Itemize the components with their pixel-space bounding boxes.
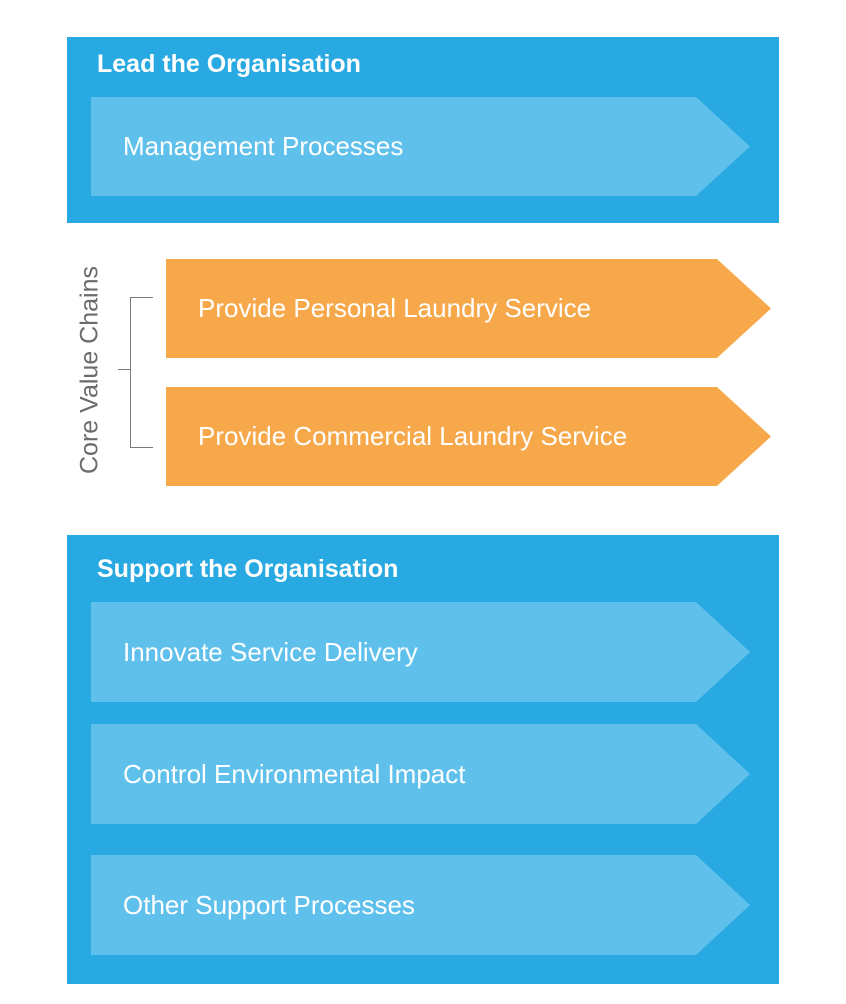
support-panel: Support the Organisation Innovate Servic… xyxy=(67,535,779,984)
arrow-label: Innovate Service Delivery xyxy=(123,636,418,667)
arrow-label: Provide Commercial Laundry Service xyxy=(198,421,628,451)
bracket-tick xyxy=(118,369,130,370)
arrow-label: Other Support Processes xyxy=(123,889,415,920)
control-environmental-impact-arrow[interactable]: Control Environmental Impact xyxy=(91,724,750,824)
arrow-label: Management Processes xyxy=(123,131,404,161)
support-panel-title: Support the Organisation xyxy=(97,555,399,583)
core-value-chains-label: Core Value Chains xyxy=(75,266,104,474)
lead-panel-title: Lead the Organisation xyxy=(97,50,361,78)
innovate-service-delivery-arrow[interactable]: Innovate Service Delivery xyxy=(91,602,750,702)
other-support-processes-arrow[interactable]: Other Support Processes xyxy=(91,855,750,955)
commercial-laundry-arrow[interactable]: Provide Commercial Laundry Service xyxy=(166,387,771,486)
core-value-chains-bracket xyxy=(130,297,153,448)
lead-panel: Lead the Organisation Management Process… xyxy=(67,37,779,223)
management-processes-arrow[interactable]: Management Processes xyxy=(91,97,750,196)
personal-laundry-arrow[interactable]: Provide Personal Laundry Service xyxy=(166,259,771,358)
arrow-label: Control Environmental Impact xyxy=(123,758,466,789)
arrow-label: Provide Personal Laundry Service xyxy=(198,293,592,323)
